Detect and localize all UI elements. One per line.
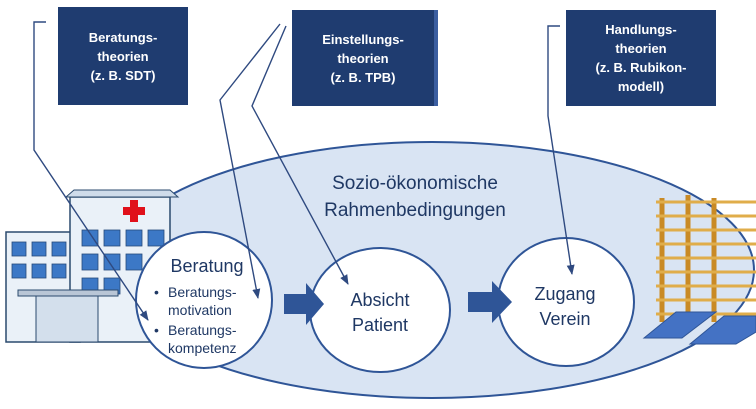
context-label: Sozio-ökonomische Rahmenbedingungen (250, 170, 580, 224)
stage-label-line: Absicht (350, 290, 410, 310)
theory-box-line: (z. B. Rubikon- (595, 60, 687, 75)
theory-box-line: (z. B. TPB) (330, 69, 396, 85)
stage-title-beratung: Beratung (170, 256, 244, 276)
stage-label-line: Zugang (534, 284, 596, 304)
context-label-line: Rahmenbedingungen (324, 200, 506, 221)
theory-box-einstellung: Einstellungs- theorien (z. B. TPB) (292, 10, 438, 106)
stage-label-zugang: Zugang Verein (510, 282, 620, 332)
theory-box-line: Handlungs- (605, 22, 677, 37)
context-label-line: Sozio-ökonomische (332, 173, 498, 194)
theory-box-handlung: Handlungs- theorien (z. B. Rubikon- mode… (566, 10, 716, 106)
bullet-text: Beratungs- (168, 322, 237, 338)
theory-box-line: (z. B. SDT) (90, 67, 156, 83)
wall-bars-icon (656, 195, 756, 322)
stage-bullet-list: Beratungs- motivation Beratungs- kompete… (150, 283, 266, 359)
bullet-text: motivation (168, 302, 232, 318)
connector-box2-b (251, 25, 349, 285)
stage-label-line: Patient (351, 315, 409, 335)
theory-box-line: modell) (617, 79, 665, 94)
red-cross-icon (123, 200, 145, 222)
stage-label-absicht: Absicht Patient (325, 288, 435, 338)
theory-box-line: theorien (615, 41, 667, 56)
theory-box-line: Beratungs- (88, 29, 158, 45)
theory-box-beratung: Beratungs- theorien (z. B. SDT) (58, 7, 188, 105)
bullet-text: kompetenz (168, 340, 237, 356)
flow-arrow-1 (284, 283, 324, 325)
theory-box-line: theorien (97, 48, 149, 64)
bullet-item: Beratungs- motivation (150, 283, 266, 319)
gym-mat-icon (642, 311, 756, 345)
bullet-text: Beratungs- (168, 284, 237, 300)
connector-box2-a (219, 23, 281, 299)
connector-box1 (33, 21, 149, 321)
bullet-item: Beratungs- kompetenz (150, 321, 266, 357)
flow-arrow-2 (468, 281, 512, 323)
theory-box-line: theorien (337, 50, 389, 66)
connector-box3 (547, 25, 575, 275)
stage-label-line: Verein (539, 309, 591, 329)
theory-box-line: Einstellungs- (322, 31, 404, 47)
